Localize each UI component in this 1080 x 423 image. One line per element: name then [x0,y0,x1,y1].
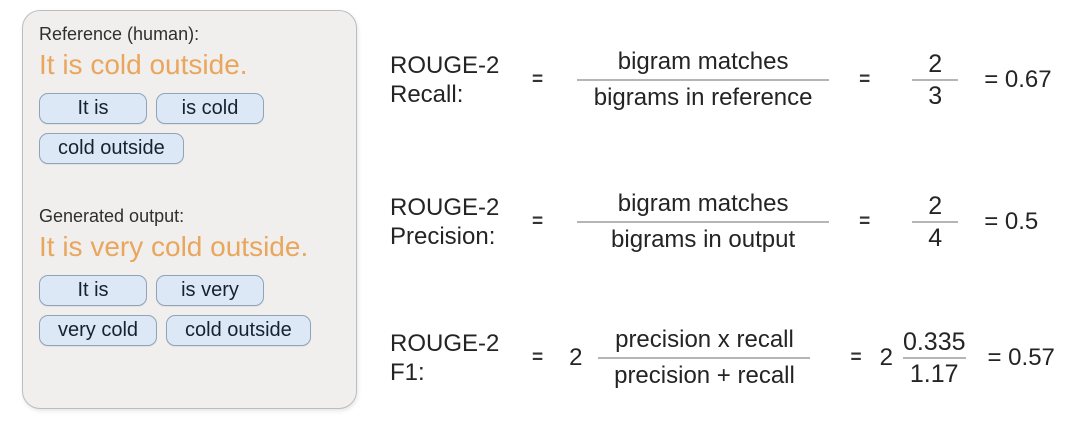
fraction-bar [912,220,959,223]
fraction-bar [577,221,830,223]
fraction-denominator: bigrams in output [611,226,796,253]
value-numerator: 2 [928,191,943,220]
result-value: = 0.57 [987,344,1055,371]
fraction-numerator: bigram matches [617,48,789,75]
result-value: = 0.5 [984,208,1039,235]
bigram-chip: cold outside [39,133,184,164]
value-fraction: 2 3 [912,49,959,110]
fraction-bar [598,357,811,359]
formula-fraction: bigram matches bigrams in output [577,190,830,254]
formula-label: ROUGE-2 F1: [390,329,532,387]
bigram-chip: very cold [39,315,158,346]
generated-bigrams-row-2: very cold cold outside [39,315,340,346]
reference-sentence: It is cold outside. [39,49,248,80]
fraction-numerator: bigram matches [617,190,789,217]
fraction-bar [912,78,959,81]
value-numerator: 2 [928,49,943,78]
value-numerator: 0.335 [902,327,966,356]
reference-bigrams-row-2: cold outside [39,133,340,164]
equals-sign: = [850,347,862,368]
rouge2-precision-formula: ROUGE-2 Precision: = bigram matches bigr… [390,184,1038,260]
fraction-denominator: bigrams in reference [593,84,813,111]
value-fraction: 2 4 [912,191,959,252]
fraction-numerator: precision x recall [615,326,794,353]
formula-fraction: precision x recall precision + recall [598,326,811,390]
fraction-denominator: precision + recall [614,362,795,389]
formula-metric: ROUGE-2 [390,330,500,357]
rouge2-recall-formula: ROUGE-2 Recall: = bigram matches bigrams… [390,42,1052,118]
formula-fraction: bigram matches bigrams in reference [577,48,830,112]
comparison-panel: Reference (human): It is cold outside. I… [22,10,357,409]
bigram-chip: is very [156,275,264,306]
generated-label: Generated output: [39,206,185,226]
generated-bigrams-row-1: It is is very [39,275,340,306]
equals-sign: = [859,69,871,90]
reference-bigrams-row-1: It is is cold [39,93,340,124]
equals-sign: = [859,211,871,232]
fraction-bar [902,356,966,359]
bigram-chip: It is [39,275,147,306]
result-value: = 0.67 [984,66,1052,93]
bigram-chip: It is [39,93,147,124]
fraction-bar [577,79,830,81]
multiplier: 2 [569,344,583,371]
equals-sign: = [532,211,544,232]
bigram-chip: cold outside [166,315,311,346]
value-denominator: 4 [928,223,943,252]
formula-metric: ROUGE-2 [390,194,500,221]
equals-sign: = [532,347,544,368]
formula-name: Recall: [390,81,464,108]
value-denominator: 3 [928,81,943,110]
rouge2-f1-formula: ROUGE-2 F1: = 2 precision x recall preci… [390,320,1055,396]
formula-metric: ROUGE-2 [390,52,500,79]
value-denominator: 1.17 [909,359,959,388]
formula-name: Precision: [390,223,496,250]
equals-sign: = [532,69,544,90]
multiplier: 2 [879,344,893,371]
value-fraction: 0.335 1.17 [902,327,966,388]
generated-sentence: It is very cold outside. [39,231,309,262]
formula-label: ROUGE-2 Recall: [390,51,532,109]
bigram-chip: is cold [156,93,264,124]
reference-label: Reference (human): [39,24,200,44]
formula-label: ROUGE-2 Precision: [390,193,532,251]
formula-name: F1: [390,359,425,386]
